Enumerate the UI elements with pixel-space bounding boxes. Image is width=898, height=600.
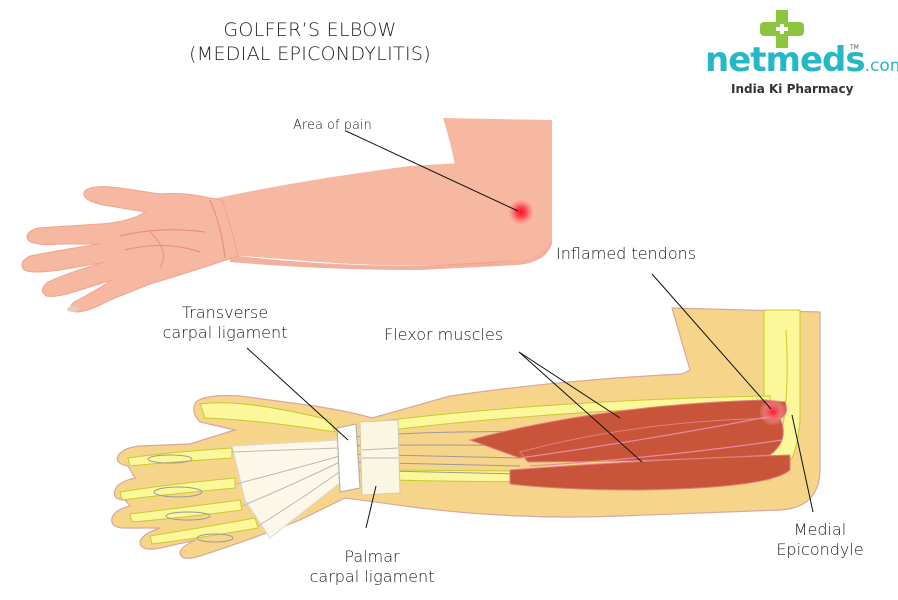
leader-palmar — [365, 485, 377, 529]
label-medial-line-1: Medial — [793, 520, 847, 539]
label-medial-line-2: Epicondyle — [776, 540, 864, 559]
inflamed-spot — [759, 398, 787, 426]
external-arm — [21, 118, 552, 313]
label-palmar-carpal-ligament: Palmar carpal ligament — [298, 547, 446, 587]
title-line-2: (MEDIAL EPICONDYLITIS) — [189, 43, 431, 65]
leader-transverse — [246, 347, 349, 441]
label-medial-epicondyle: Medial Epicondyle — [770, 520, 870, 560]
leader-area-of-pain — [345, 130, 519, 212]
title-line-1: GOLFER’S ELBOW — [223, 19, 397, 41]
forearm-skin — [208, 163, 552, 266]
label-flexor-muscles: Flexor muscles — [384, 325, 504, 344]
leader-medial — [791, 414, 814, 513]
label-palmar-line-1: Palmar — [344, 547, 400, 566]
label-inflamed-tendons: Inflamed tendons — [556, 244, 697, 263]
netmeds-logo[interactable]: netmeds.com TM India Ki Pharmacy — [700, 8, 898, 98]
palmar-aponeurosis — [231, 439, 351, 539]
logo-suffix: .com — [864, 56, 898, 76]
plus-cross-icon — [760, 10, 804, 48]
leader-flexor-1 — [518, 351, 621, 419]
label-transverse-line-1: Transverse — [181, 303, 269, 322]
label-palmar-line-2: carpal ligament — [309, 567, 435, 586]
leader-flexor-2 — [518, 351, 643, 463]
anatomical-arm — [111, 307, 821, 559]
transverse-carpal-ligament — [336, 423, 361, 493]
leader-inflamed-tendons — [651, 273, 772, 410]
leader-lines — [246, 273, 814, 529]
logo-brand: netmeds — [705, 40, 866, 80]
label-transverse-carpal-ligament: Transverse carpal ligament — [150, 303, 300, 343]
pain-spot — [508, 199, 534, 225]
logo-trademark: TM — [850, 44, 859, 51]
label-area-of-pain: Area of pain — [293, 118, 372, 133]
logo-wordmark: netmeds.com — [705, 40, 898, 80]
logo-tagline: India Ki Pharmacy — [731, 82, 854, 96]
label-transverse-line-2: carpal ligament — [162, 323, 288, 342]
diagram-title: GOLFER’S ELBOW (MEDIAL EPICONDYLITIS) — [160, 18, 460, 66]
